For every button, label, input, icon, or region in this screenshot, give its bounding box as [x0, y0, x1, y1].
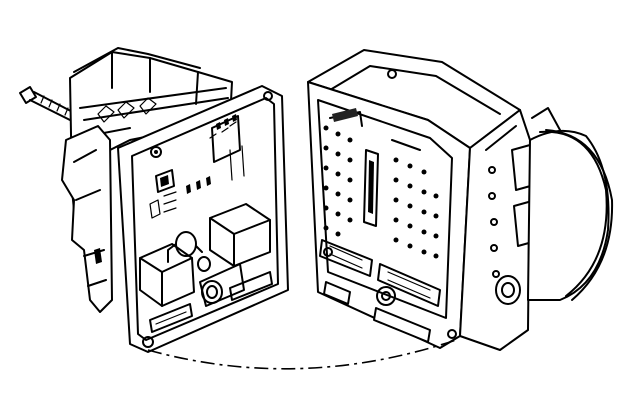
pump-motor-housing: [527, 107, 614, 301]
port-dots-grid: [323, 125, 439, 259]
control-module-cover: [61, 47, 289, 353]
hydraulic-modulator-body: [307, 49, 559, 351]
alignment-path: [147, 339, 457, 370]
